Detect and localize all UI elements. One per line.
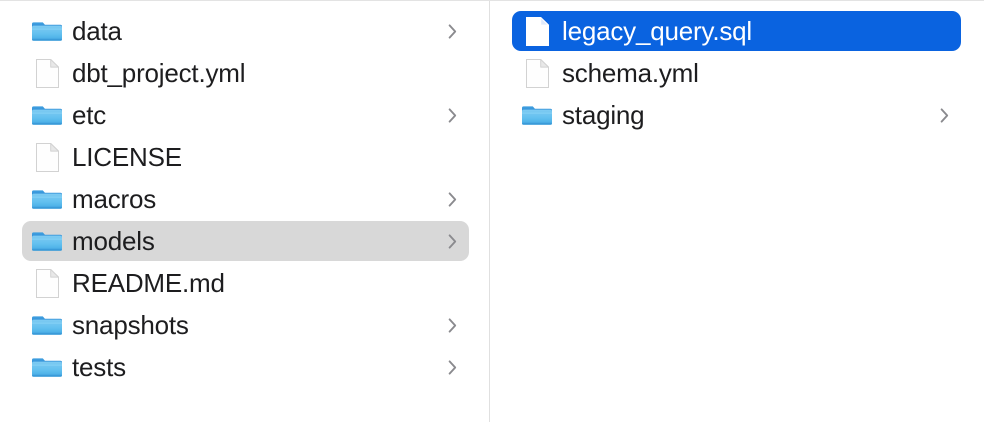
document-icon-glyph xyxy=(525,16,549,46)
list-item[interactable]: LICENSE xyxy=(22,137,469,177)
list-item[interactable]: macros xyxy=(22,179,469,219)
list-item-label: tests xyxy=(72,352,126,382)
document-icon xyxy=(522,58,552,88)
folder-icon xyxy=(32,100,62,130)
document-icon-glyph xyxy=(525,58,549,88)
chevron-right-icon-glyph xyxy=(448,191,456,207)
folder-icon-glyph xyxy=(32,22,62,41)
list-item-label: models xyxy=(72,226,155,256)
folder-icon-glyph xyxy=(522,106,552,125)
list-item[interactable]: tests xyxy=(22,347,469,387)
chevron-right-icon[interactable] xyxy=(445,315,459,335)
chevron-right-icon[interactable] xyxy=(445,189,459,209)
chevron-right-icon-glyph xyxy=(448,233,456,249)
list-item[interactable]: legacy_query.sql xyxy=(512,11,961,51)
column-models: legacy_query.sql schema.yml staging xyxy=(490,1,983,422)
list-item[interactable]: schema.yml xyxy=(512,53,961,93)
chevron-right-icon[interactable] xyxy=(445,357,459,377)
document-icon-glyph xyxy=(35,58,59,88)
list-item[interactable]: README.md xyxy=(22,263,469,303)
list-item-label: legacy_query.sql xyxy=(562,16,752,46)
folder-icon xyxy=(32,310,62,340)
list-item[interactable]: etc xyxy=(22,95,469,135)
list-item[interactable]: models xyxy=(22,221,469,261)
chevron-right-icon-glyph xyxy=(448,317,456,333)
chevron-right-icon-glyph xyxy=(448,107,456,123)
folder-icon xyxy=(32,226,62,256)
document-icon-glyph xyxy=(35,142,59,172)
list-item-label: README.md xyxy=(72,268,225,298)
chevron-right-icon[interactable] xyxy=(445,21,459,41)
list-item-label: schema.yml xyxy=(562,58,699,88)
chevron-right-icon-glyph xyxy=(448,23,456,39)
chevron-right-icon[interactable] xyxy=(445,231,459,251)
chevron-right-icon[interactable] xyxy=(937,105,951,125)
list-item-label: snapshots xyxy=(72,310,189,340)
document-icon xyxy=(32,268,62,298)
folder-icon-glyph xyxy=(32,190,62,209)
list-item[interactable]: staging xyxy=(512,95,961,135)
folder-icon-glyph xyxy=(32,232,62,251)
list-item-label: etc xyxy=(72,100,107,130)
list-item-label: staging xyxy=(562,100,645,130)
folder-icon-glyph xyxy=(32,316,62,335)
folder-icon xyxy=(32,184,62,214)
list-item[interactable]: dbt_project.yml xyxy=(22,53,469,93)
folder-icon xyxy=(32,352,62,382)
chevron-right-icon-glyph xyxy=(448,359,456,375)
document-icon xyxy=(32,142,62,172)
document-icon xyxy=(32,58,62,88)
document-icon-glyph xyxy=(35,268,59,298)
folder-icon xyxy=(32,16,62,46)
chevron-right-icon[interactable] xyxy=(445,105,459,125)
list-item-label: data xyxy=(72,16,122,46)
list-item-label: dbt_project.yml xyxy=(72,58,246,88)
folder-icon-glyph xyxy=(32,106,62,125)
folder-icon-glyph xyxy=(32,358,62,377)
list-item[interactable]: data xyxy=(22,11,469,51)
folder-icon xyxy=(522,100,552,130)
list-item[interactable]: snapshots xyxy=(22,305,469,345)
list-item-label: LICENSE xyxy=(72,142,182,172)
list-item-label: macros xyxy=(72,184,157,214)
document-icon xyxy=(522,16,552,46)
column-project-root: data dbt_project.yml etc LICE xyxy=(0,1,490,422)
chevron-right-icon-glyph xyxy=(940,107,948,123)
